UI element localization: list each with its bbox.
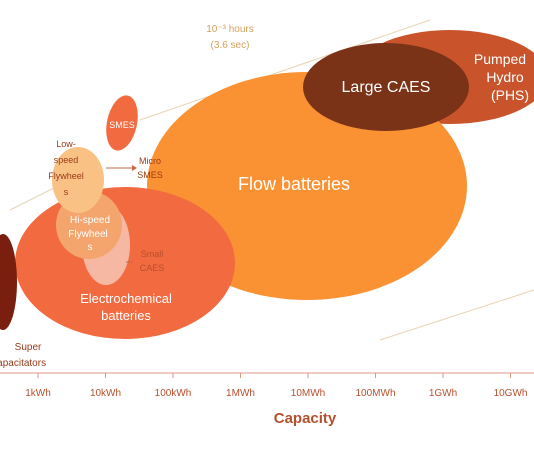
axis-tick-label: 10MWh (291, 388, 325, 399)
low-speed-flywheels-label-2: speed (54, 155, 79, 165)
micro-smes-arrow-head (132, 165, 137, 171)
micro-smes-label-1: Micro (139, 156, 161, 166)
capacity-axis-ticks: 1kWh 10kWh 100kWh 1MWh 10MWh 100MWh 1GWh 10GWh (25, 373, 527, 399)
smes-label: SMES (109, 120, 135, 130)
duration-guide-line-left (9, 184, 61, 211)
low-speed-flywheels-label-1: Low- (56, 139, 76, 149)
pumped-hydro-label-2: Hydro (486, 69, 524, 85)
hi-speed-flywheels-label-2: Flywheel (68, 229, 107, 240)
low-speed-flywheels-ellipse (52, 147, 104, 213)
axis-tick-label: 100kWh (155, 388, 192, 399)
super-capacitators-ellipse (0, 234, 17, 330)
duration-guide-line (139, 19, 431, 121)
low-speed-flywheels-label-3: Flywheel (48, 171, 84, 181)
duration-annotation-line2: (3.6 sec) (211, 40, 250, 51)
duration-annotation-line1: 10⁻³ hours (206, 24, 254, 35)
pumped-hydro-label-3: (PHS) (491, 87, 529, 103)
small-caes-label-2: CAES (140, 263, 165, 273)
axis-tick-label: 10GWh (494, 388, 528, 399)
axis-tick-label: 1GWh (429, 388, 457, 399)
hi-speed-flywheels-label-1: Hi-speed (70, 215, 110, 226)
small-caes-label-1: Small (141, 249, 164, 259)
axis-tick-label: 1kWh (25, 388, 51, 399)
large-caes-label: Large CAES (342, 79, 431, 96)
super-capacitators-label-1: Super (15, 342, 42, 353)
large-caes-ellipse (303, 43, 469, 131)
electrochemical-label-1: Electrochemical (80, 291, 172, 306)
duration-guide-line-lower (379, 289, 534, 341)
super-capacitators-label-2: Capacitators (0, 358, 46, 369)
electrochemical-label-2: batteries (101, 308, 151, 323)
micro-smes-label-2: SMES (137, 170, 163, 180)
pumped-hydro-label-1: Pumped (474, 51, 526, 67)
low-speed-flywheels-label-4: s (64, 187, 69, 197)
axis-tick-label: 100MWh (355, 388, 395, 399)
flow-batteries-label: Flow batteries (238, 174, 350, 194)
hi-speed-flywheels-label-3: s (88, 242, 93, 253)
axis-tick-label: 1MWh (226, 388, 255, 399)
capacity-axis-title: Capacity (274, 410, 337, 427)
axis-tick-label: 10kWh (90, 388, 121, 399)
smes-ellipse (106, 95, 138, 151)
